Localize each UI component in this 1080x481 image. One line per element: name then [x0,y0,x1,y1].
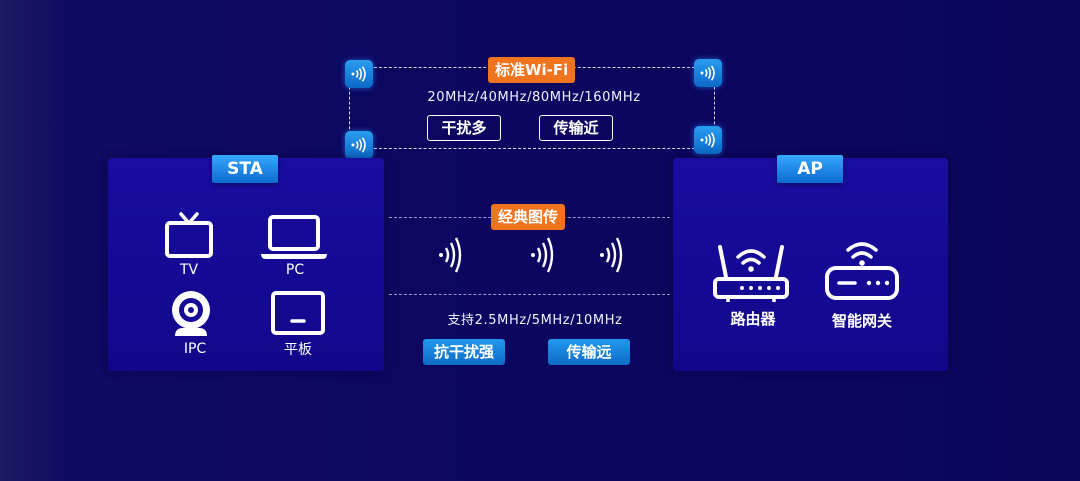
sta-title: STA [212,155,278,183]
classic-bottom-dashed-line [389,294,670,295]
classic-image-label: 经典图传 [491,204,566,230]
wifi-signal-icon [345,131,373,159]
signal-wave-icon [437,237,465,273]
wifi-signal-icon [345,60,373,88]
wifi-signal-icon [694,59,722,87]
sta-panel [108,158,384,371]
ap-device-label-router: 路由器 [730,310,776,328]
gateway-icon [823,238,901,302]
signal-wave-icon [529,237,557,273]
ap-title: AP [777,155,843,183]
tv-icon [164,211,214,261]
sta-device-label-ipc: IPC [183,341,207,357]
laptop-icon [259,214,329,260]
webcam-icon [167,288,215,338]
classic-image-tag-long-range: 传输远 [548,339,630,365]
sta-device-label-tablet: 平板 [284,342,312,358]
sta-device-label-pc: PC [285,262,305,278]
ap-device-label-gateway: 智能网关 [831,312,892,330]
standard-wifi-tag-range: 传输近 [539,115,613,141]
wifi-signal-icon [694,126,722,154]
ap-panel [673,158,948,371]
standard-wifi-label: 标准Wi-Fi [488,57,576,83]
classic-image-bandwidths: 支持2.5MHz/5MHz/10MHz [447,313,623,328]
standard-wifi-tag-interference: 干扰多 [427,115,501,141]
signal-wave-icon [598,237,626,273]
classic-image-tag-anti-interference: 抗干扰强 [423,339,505,365]
tablet-icon [270,290,326,336]
sta-device-label-tv: TV [179,262,199,278]
router-icon [711,239,791,303]
standard-wifi-bandwidths: 20MHz/40MHz/80MHz/160MHz [427,90,641,105]
